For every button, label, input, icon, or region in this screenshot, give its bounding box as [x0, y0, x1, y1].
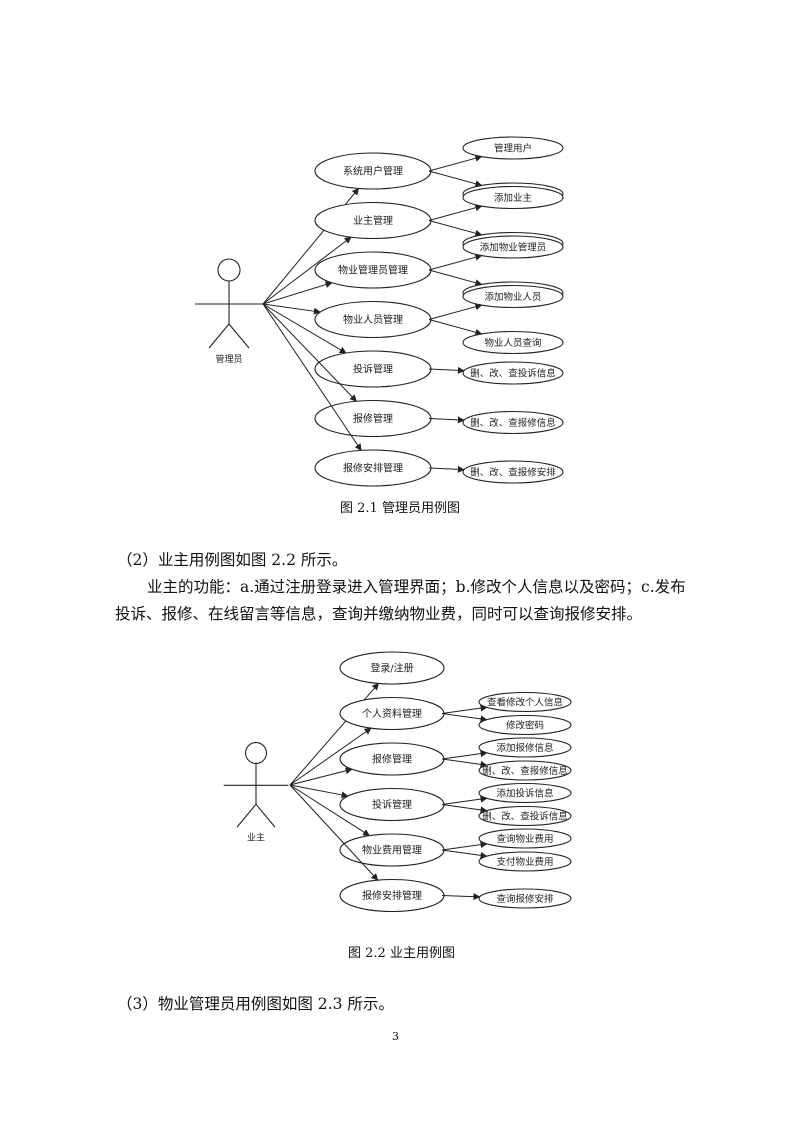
- sub-use-case-ellipse: [478, 691, 572, 713]
- use-case-label: 登录/注册: [370, 662, 413, 675]
- include-arrow: [428, 170, 483, 188]
- include-arrow: [428, 303, 483, 320]
- sub-use-case-label: 查看修改个人信息: [487, 696, 563, 708]
- sub-use-case-label: 物业人员查询: [484, 337, 541, 349]
- section-2-paragraph-line1: 业主的功能：a.通过注册登录进入管理界面；b.修改个人信息以及密码；c.发布: [147, 578, 686, 596]
- sub-use-case-ellipse: [462, 330, 564, 355]
- sub-use-case-label: 查询报修安排: [496, 893, 554, 905]
- include-arrow: [441, 841, 488, 851]
- sub-use-case-label: 删、改、查报修信息: [482, 765, 568, 777]
- use-case-label: 个人资料管理: [362, 707, 422, 720]
- use-case-ellipse: [314, 152, 432, 190]
- use-case-label: 报修管理: [372, 753, 412, 766]
- actor-association-arrow: [289, 784, 349, 799]
- sub-use-case-ellipse: [478, 828, 572, 849]
- use-case-label: 业主管理: [353, 214, 393, 227]
- section-2-heading: （2）业主用例图如图 2.2 所示。: [117, 551, 348, 569]
- use-case-label: 报修安排管理: [362, 889, 422, 902]
- use-case-label: 系统用户管理: [343, 165, 403, 178]
- actor-stick-figure-icon: [223, 741, 289, 828]
- sub-use-case-label: 管理用户: [494, 142, 532, 154]
- use-case-ellipse: [339, 651, 445, 685]
- sub-use-case-ellipse: [462, 235, 564, 259]
- sub-use-case-ellipse: [462, 136, 564, 160]
- sub-use-case-label: 删、改、查报修信息: [470, 417, 556, 429]
- sub-use-case-label: 添加报修信息: [496, 742, 553, 754]
- include-arrow: [428, 220, 483, 237]
- include-arrow: [428, 366, 465, 374]
- use-case-label: 报修管理: [353, 412, 393, 425]
- include-arrow: [428, 465, 465, 473]
- actor-association-arrow: [262, 303, 347, 354]
- actor-association-arrow: [289, 784, 370, 837]
- sub-use-case-label: 查询物业费用: [496, 833, 553, 845]
- include-arrow: [428, 253, 483, 271]
- actor-association-arrow: [262, 236, 352, 305]
- sub-use-case-label: 删、改、查投诉信息: [482, 810, 568, 822]
- include-arrow: [441, 804, 488, 814]
- include-arrow: [428, 204, 483, 221]
- use-case-label: 物业管理员管理: [338, 264, 408, 277]
- include-arrow: [441, 893, 481, 901]
- sub-use-case-ellipse: [462, 361, 564, 385]
- sub-use-case-ellipse: [478, 737, 572, 758]
- include-arrow: [441, 750, 488, 760]
- sub-use-case-label: 删、改、查投诉信息: [470, 367, 556, 379]
- include-arrow: [441, 758, 488, 768]
- actor-association-arrow: [262, 303, 321, 315]
- section-3-heading: （3）物业管理员用例图如图 2.3 所示。: [117, 995, 394, 1013]
- use-case-ellipse: [314, 300, 432, 339]
- sub-use-case-ellipse: [462, 460, 564, 484]
- sub-use-case-ellipse: [478, 888, 572, 909]
- sub-use-case-label: 添加投诉信息: [496, 787, 553, 799]
- use-case-ellipse: [314, 201, 432, 240]
- sub-use-case-ellipse: [478, 805, 572, 827]
- use-case-ellipse: [314, 251, 432, 289]
- include-arrow: [441, 849, 488, 859]
- actor-association-arrow: [262, 303, 357, 402]
- include-arrow: [441, 795, 488, 805]
- sub-use-case-ellipse: [462, 185, 564, 210]
- use-case-label: 物业费用管理: [362, 844, 422, 857]
- actor-stick-figure-icon: [195, 258, 263, 349]
- include-arrow: [428, 154, 483, 172]
- actor-association-arrow: [289, 727, 372, 786]
- actor-association-arrow: [289, 767, 353, 786]
- sub-use-case-label: 添加物业管理员: [480, 241, 547, 253]
- actor-label: 业主: [247, 831, 265, 843]
- actor-association-arrow: [262, 281, 333, 305]
- actor-label: 管理员: [215, 353, 242, 365]
- sub-use-case-ellipse: [478, 851, 572, 872]
- include-arrow: [441, 713, 488, 723]
- page-number: 3: [392, 1030, 399, 1043]
- use-case-label: 投诉管理: [353, 363, 393, 376]
- sub-use-case-ellipse: [462, 410, 564, 435]
- sub-use-case-ellipse: [462, 284, 564, 309]
- include-arrow: [428, 269, 483, 287]
- admin-use-case-diagram: 管理员系统用户管理管理用户修改密码业主管理添加业主业主查询物业管理员管理添加物业…: [195, 136, 564, 487]
- section-2-paragraph-line2: 投诉、报修、在线留言等信息，查询并缴纳物业费，同时可以查询报修安排。: [115, 605, 643, 623]
- use-case-label: 报修安排管理: [343, 462, 403, 475]
- sub-use-case-ellipse: [478, 714, 572, 736]
- sub-use-case-ellipse: [478, 782, 572, 804]
- include-arrow: [441, 704, 488, 714]
- include-arrow: [428, 319, 483, 336]
- actor-association-arrow: [262, 303, 362, 451]
- figure-2-1-caption: 图 2.1 管理员用例图: [340, 501, 460, 516]
- sub-use-case-label: 删、改、查报修安排: [470, 466, 556, 478]
- sub-use-case-label: 支付物业费用: [496, 856, 553, 868]
- sub-use-case-label: 添加物业人员: [484, 291, 541, 303]
- use-case-label: 物业人员管理: [343, 313, 403, 326]
- sub-use-case-label: 修改密码: [506, 719, 544, 731]
- include-arrow: [428, 416, 465, 424]
- use-case-label: 投诉管理: [372, 798, 412, 811]
- sub-use-case-ellipse: [478, 760, 572, 781]
- figure-2-2-caption: 图 2.2 业主用例图: [348, 946, 455, 961]
- actor-association-arrow: [289, 784, 379, 881]
- sub-use-case-label: 添加业主: [494, 192, 532, 204]
